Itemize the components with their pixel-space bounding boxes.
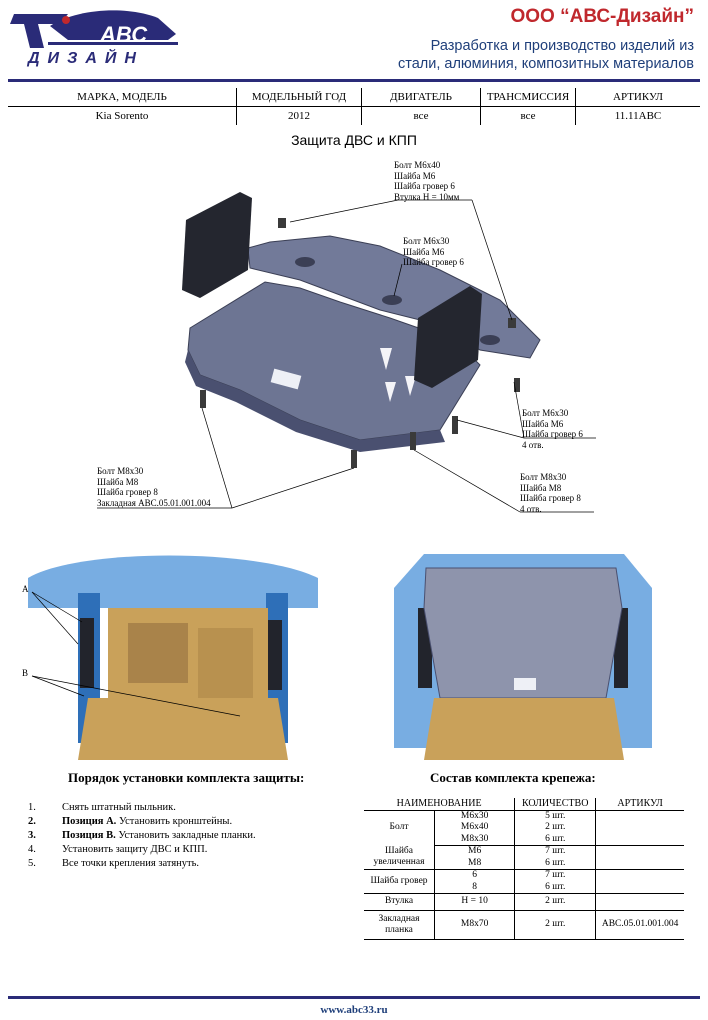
value-engine: все xyxy=(361,106,481,125)
label-position-a: A xyxy=(22,584,29,594)
part-article xyxy=(596,870,684,882)
page-title: Защита ДВС и КПП xyxy=(291,132,417,148)
header-article: АРТИКУЛ xyxy=(575,88,700,107)
header-transmission: ТРАНСМИССИЯ xyxy=(480,88,576,107)
part-qty: 6 шт. xyxy=(514,857,597,870)
step-position: Позиция В. xyxy=(62,830,116,841)
part-name: Втулка xyxy=(364,893,435,911)
install-step: 5. Все точки крепления затянуть. xyxy=(28,857,256,871)
vehicle-info-table: МАРКА, МОДЕЛЬ МОДЕЛЬНЫЙ ГОД ДВИГАТЕЛЬ ТР… xyxy=(8,88,700,125)
part-qty: 2 шт. xyxy=(514,822,597,834)
logo: АВС ДИЗАЙН xyxy=(8,4,183,72)
install-step: 3. Позиция В. Установить закладные планки… xyxy=(28,829,256,843)
callout-top: Болт М6х40 Шайба М6 Шайба гровер 6 Втулк… xyxy=(394,160,460,202)
part-size: 8 xyxy=(434,881,516,894)
company-name: ООО “АВС-Дизайн” xyxy=(510,6,694,27)
step-text: Установить кронштейны. xyxy=(116,816,233,827)
step-position: Позиция А. xyxy=(62,816,117,827)
install-step: 1. Снять штатный пыльник. xyxy=(28,801,256,815)
install-steps: 1. Снять штатный пыльник. 2. Позиция А. Ус… xyxy=(28,801,256,871)
part-qty: 6 шт. xyxy=(514,881,597,894)
part-name: Болт xyxy=(364,810,435,846)
right-bracket xyxy=(414,286,482,388)
step-number: 1. xyxy=(28,802,36,813)
part-qty: 6 шт. xyxy=(514,833,597,846)
part-size: Н = 10 xyxy=(434,893,516,911)
part-article xyxy=(596,810,684,822)
part-size: М8х70 xyxy=(434,910,516,940)
part-article xyxy=(595,833,684,846)
install-heading: Порядок установки комплекта защиты: xyxy=(68,770,305,785)
step-text: Установить защиту ДВС и КПП. xyxy=(62,844,208,855)
logo-text-top: АВС xyxy=(100,22,148,47)
part-article xyxy=(595,857,684,870)
part-size: 6 xyxy=(434,869,516,882)
part-qty: 5 шт. xyxy=(514,810,597,822)
part-size: М6х30 xyxy=(434,810,516,822)
callout-right-upper: Болт М6х30 Шайба М6 Шайба гровер 6 4 отв… xyxy=(522,408,583,450)
part-qty: 7 шт. xyxy=(514,845,597,858)
step-number: 2. xyxy=(28,816,36,827)
part-size: М8 xyxy=(434,857,516,870)
part-qty: 7 шт. xyxy=(514,869,597,882)
part-qty: 2 шт. xyxy=(514,893,597,911)
header-model: МАРКА, МОДЕЛЬ xyxy=(8,88,237,107)
install-step: 4. Установить защиту ДВС и КПП. xyxy=(28,843,256,857)
step-number: 3. xyxy=(28,830,36,841)
part-qty: 2 шт. xyxy=(514,910,597,940)
part-article xyxy=(595,881,684,894)
parts-heading: Состав комплекта крепежа: xyxy=(430,770,596,785)
header-engine: ДВИГАТЕЛЬ xyxy=(361,88,481,107)
header-divider xyxy=(8,79,700,82)
install-step: 2. Позиция А. Установить кронштейны. xyxy=(28,815,256,829)
step-text: Все точки крепления затянуть. xyxy=(62,858,200,869)
photo-installation-positions xyxy=(18,548,324,760)
part-name: Закладная планка xyxy=(364,910,435,940)
value-year: 2012 xyxy=(236,106,362,125)
photo-installed-protection xyxy=(384,548,660,760)
value-model: Kia Sorento xyxy=(8,106,237,125)
part-name: Шайба гровер xyxy=(364,869,435,894)
callout-middle: Болт М6х30 Шайба М6 Шайба гровер 6 xyxy=(403,236,464,267)
part-article xyxy=(596,846,684,858)
part-size: М6 xyxy=(434,845,516,858)
callout-left-lower: Болт М8х30 Шайба М8 Шайба гровер 8 Закла… xyxy=(97,466,211,508)
part-article xyxy=(595,893,684,911)
part-size: М8х30 xyxy=(434,833,516,846)
company-subtitle-1: Разработка и производство изделий из xyxy=(430,38,694,54)
logo-text-bottom: ДИЗАЙН xyxy=(28,50,144,67)
col-qty: КОЛИЧЕСТВО xyxy=(514,798,597,811)
label-position-b: B xyxy=(22,668,29,678)
step-number: 5. xyxy=(28,858,36,869)
col-article: АРТИКУЛ xyxy=(595,798,684,811)
part-article: АВС.05.01.001.004 xyxy=(595,910,684,940)
part-name: Шайба увеличенная xyxy=(364,845,435,870)
value-transmission: все xyxy=(480,106,576,125)
part-article xyxy=(596,822,684,834)
footer-divider xyxy=(8,996,700,999)
callout-right-lower: Болт М8х30 Шайба М8 Шайба гровер 8 4 отв… xyxy=(520,472,581,514)
step-number: 4. xyxy=(28,844,36,855)
exploded-diagram xyxy=(97,192,596,513)
left-bracket xyxy=(182,192,252,298)
step-text: Снять штатный пыльник. xyxy=(62,802,176,813)
part-size: М6х40 xyxy=(434,822,516,834)
col-name: НАИМЕНОВАНИЕ xyxy=(364,798,516,811)
company-subtitle-2: стали, алюминия, композитных материалов xyxy=(398,56,694,72)
header-year: МОДЕЛЬНЫЙ ГОД xyxy=(236,88,362,107)
value-article: 11.11АВС xyxy=(614,110,662,122)
step-text: Установить закладные планки. xyxy=(115,830,256,841)
website-link[interactable]: www.abc33.ru xyxy=(320,1004,388,1016)
